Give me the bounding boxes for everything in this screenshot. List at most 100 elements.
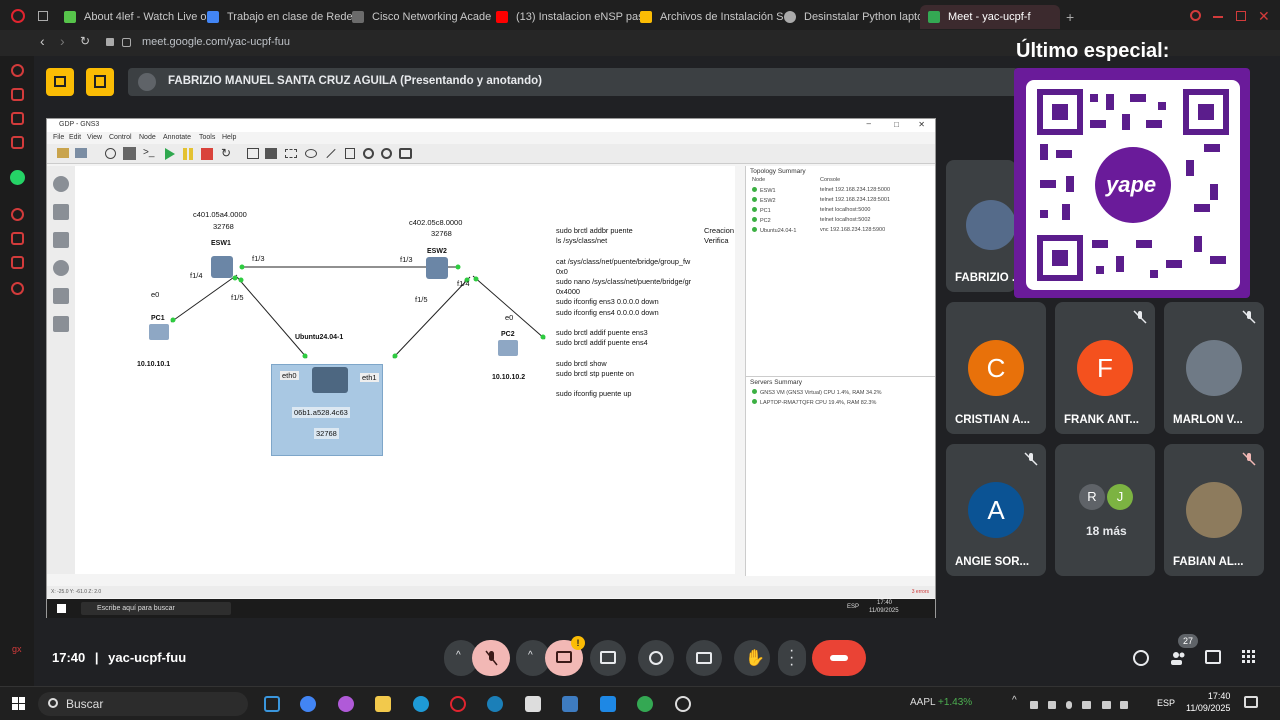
esw1-switch-icon[interactable] xyxy=(211,256,233,278)
tab-meet[interactable]: Meet - yac-ucpf-f xyxy=(920,5,1060,29)
camera-toggle-button[interactable]: ! xyxy=(545,636,585,676)
switches-icon[interactable] xyxy=(53,204,69,220)
tab-python[interactable]: Desinstalar Python laptop xyxy=(784,5,929,29)
sidebar-item-icon[interactable] xyxy=(11,64,24,77)
menu-file[interactable]: File xyxy=(53,134,65,141)
edge-icon[interactable] xyxy=(413,696,429,712)
esw2-switch-icon[interactable] xyxy=(426,257,448,279)
zoom-in-icon[interactable] xyxy=(363,148,374,159)
topology-canvas[interactable]: c401.05a4.0000 32768 ESW1 c402.05c8.0000… xyxy=(75,166,735,574)
whatsapp-icon[interactable] xyxy=(10,170,25,185)
forward-icon[interactable]: › xyxy=(60,33,65,49)
topology-row[interactable]: ESW2 xyxy=(752,197,776,204)
screenshot-icon[interactable] xyxy=(399,148,412,159)
zoom-out-icon[interactable] xyxy=(381,148,392,159)
participant-tile[interactable]: FABIAN AL... xyxy=(1164,444,1264,576)
gns3-close-icon[interactable]: ✕ xyxy=(918,120,925,129)
chat-icon[interactable] xyxy=(1205,650,1221,664)
os-search-box[interactable]: Buscar xyxy=(38,692,248,716)
lock-item-icon[interactable] xyxy=(345,148,355,159)
menu-control[interactable]: Control xyxy=(109,134,132,141)
start-icon[interactable] xyxy=(165,148,175,160)
tab-ensp[interactable]: (13) Instalacion eNSP pas xyxy=(496,5,644,29)
snapshot-icon[interactable] xyxy=(105,148,116,159)
pc1-vpcs-icon[interactable] xyxy=(149,324,169,340)
new-tab-icon[interactable]: + xyxy=(1066,9,1075,25)
tab-4ief[interactable]: About 4lef - Watch Live o xyxy=(64,5,207,29)
search-icon[interactable] xyxy=(1190,10,1201,21)
tab-trabajo[interactable]: Trabajo en clase de Rede xyxy=(207,5,353,29)
participant-tile[interactable]: FABRIZIO ... xyxy=(946,160,1021,292)
menu-tools[interactable]: Tools xyxy=(199,134,216,141)
tray-lang[interactable]: ESP xyxy=(1157,698,1176,708)
menu-node[interactable]: Node xyxy=(139,134,156,141)
raise-hand-button[interactable]: ✋ xyxy=(734,640,770,676)
sidebar-item-icon[interactable] xyxy=(11,112,24,125)
note-icon[interactable] xyxy=(247,148,259,159)
windows-start-icon[interactable] xyxy=(12,697,25,710)
edge-dev-icon[interactable] xyxy=(487,696,503,712)
topology-row[interactable]: ESW1 xyxy=(752,187,776,194)
terminal-icon[interactable]: >_ xyxy=(143,147,155,158)
save-icon[interactable] xyxy=(75,148,87,158)
notifications-icon[interactable] xyxy=(1244,696,1258,708)
people-icon[interactable] xyxy=(1170,650,1186,666)
close-icon[interactable]: ✕ xyxy=(1258,8,1270,24)
present-screen-button[interactable] xyxy=(590,640,626,676)
menu-edit[interactable]: Edit xyxy=(69,134,82,141)
opera-logo-icon[interactable] xyxy=(11,9,25,23)
menu-help[interactable]: Help xyxy=(222,134,237,141)
camera-options-button[interactable]: ^ xyxy=(516,640,550,676)
add-link-icon[interactable] xyxy=(53,316,69,332)
line-icon[interactable] xyxy=(326,148,336,159)
gns3-minimize-icon[interactable]: – xyxy=(866,119,871,128)
chrome-icon[interactable] xyxy=(300,696,316,712)
gns3-maximize-icon[interactable]: □ xyxy=(894,120,899,129)
topology-row[interactable]: Ubuntu24.04-1 xyxy=(752,227,796,234)
more-icon[interactable]: gx xyxy=(12,644,22,654)
sidebar-item-icon[interactable] xyxy=(11,256,24,269)
stop-presenting-button[interactable] xyxy=(46,68,74,96)
opera-icon[interactable] xyxy=(450,696,466,712)
more-participants-tile[interactable]: R J 18 más xyxy=(1055,444,1155,576)
activities-icon[interactable] xyxy=(1242,650,1256,664)
mic-toggle-button[interactable] xyxy=(472,640,510,676)
rectangle-icon[interactable] xyxy=(285,149,297,158)
security-devices-icon[interactable] xyxy=(53,260,69,276)
menu-annotate[interactable]: Annotate xyxy=(163,134,192,141)
taskview-icon[interactable] xyxy=(264,696,280,712)
emoji-button[interactable] xyxy=(638,640,674,676)
server-row[interactable]: GNS3 VM (GNS3 Virtual) CPU 1.4%, RAM 34.… xyxy=(752,389,882,396)
maximize-icon[interactable] xyxy=(1236,11,1246,21)
all-devices-icon[interactable] xyxy=(53,288,69,304)
participant-tile[interactable]: C CRISTIAN A... xyxy=(946,302,1046,434)
errors-indicator[interactable]: 3 errors xyxy=(911,589,929,595)
minimize-icon[interactable] xyxy=(1213,16,1223,18)
pause-icon[interactable] xyxy=(183,148,193,160)
chrome-profile-icon[interactable] xyxy=(637,696,653,712)
reload-node-icon[interactable]: ↻ xyxy=(221,146,232,160)
ellipse-icon[interactable] xyxy=(305,149,317,158)
menu-view[interactable]: View xyxy=(87,134,103,141)
copilot-icon[interactable] xyxy=(338,696,354,712)
tab-archivos[interactable]: Archivos de Instalación S xyxy=(640,5,784,29)
end-call-button[interactable] xyxy=(812,640,866,676)
shared-search-box[interactable]: Escribe aquí para buscar xyxy=(81,602,231,615)
image-icon[interactable] xyxy=(265,148,277,159)
meeting-info-icon[interactable] xyxy=(1133,650,1149,666)
console-icon[interactable] xyxy=(123,147,136,160)
participant-tile[interactable]: F FRANK ANT... xyxy=(1055,302,1155,434)
stock-widget[interactable]: AAPL +1.43% xyxy=(910,697,972,708)
sidebar-item-icon[interactable] xyxy=(11,232,24,245)
participant-tile[interactable]: MARLON V... xyxy=(1164,302,1264,434)
open-folder-icon[interactable] xyxy=(57,148,69,158)
tab-cisco[interactable]: Cisco Networking Acade xyxy=(352,5,491,29)
settings-icon[interactable] xyxy=(11,282,24,295)
tab-menu-icon[interactable] xyxy=(38,11,48,21)
tray-icons[interactable] xyxy=(1030,697,1130,709)
routers-icon[interactable] xyxy=(53,176,69,192)
sidebar-item-icon[interactable] xyxy=(11,208,24,221)
url-input[interactable]: meet.google.com/yac-ucpf-fuu xyxy=(142,36,290,48)
file-explorer-icon[interactable] xyxy=(375,696,391,712)
